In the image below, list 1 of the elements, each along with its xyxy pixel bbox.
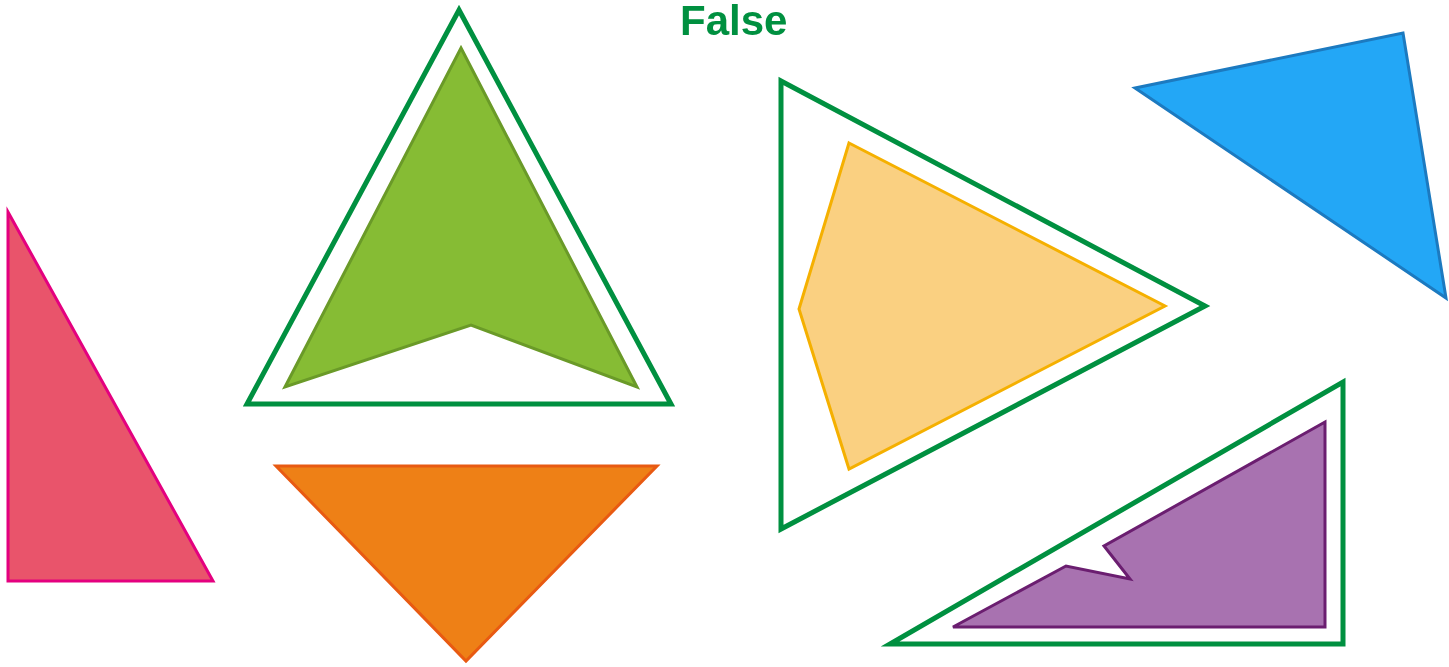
status-label: False (680, 0, 788, 42)
